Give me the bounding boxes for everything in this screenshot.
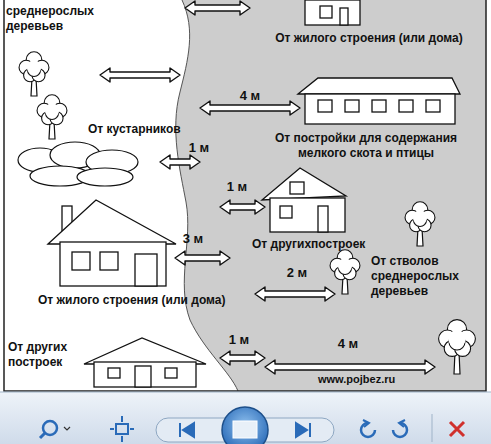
window: [318, 100, 332, 112]
double-arrow: [160, 155, 200, 169]
door: [135, 366, 151, 387]
zoom-icon: [40, 433, 45, 438]
window: [108, 368, 120, 378]
distance-value: 4 м: [326, 336, 370, 351]
rotate-right-icon: [399, 420, 405, 427]
distance-value: 1 м: [220, 179, 254, 194]
separator: [432, 414, 433, 442]
window: [280, 206, 292, 218]
viewer-toolbar: [0, 392, 491, 444]
dropdown-icon: [64, 427, 70, 430]
distance-value: 4 м: [228, 88, 272, 103]
shed: [94, 362, 196, 387]
double-arrow: [220, 200, 265, 214]
tree: [330, 250, 360, 294]
distance-caption: От стволов среднерослых деревьев: [371, 254, 475, 299]
porch: [135, 254, 157, 286]
distance-arrows: [100, 1, 435, 374]
double-arrow: [100, 68, 180, 82]
bushes: [18, 142, 138, 186]
tree-crown: [413, 210, 427, 224]
distance-value: 2 м: [278, 265, 316, 280]
distance-caption: От другихпостроек: [252, 237, 402, 252]
watermark: www.pojbez.ru: [318, 372, 430, 387]
window: [426, 100, 440, 112]
house: [60, 242, 166, 286]
tree-crown: [27, 60, 41, 74]
bush: [77, 168, 133, 186]
distance-caption: От жилого строения (или дома): [38, 293, 248, 308]
slideshow-icon: [233, 421, 257, 438]
frame: [4, 0, 486, 391]
next-icon: [296, 423, 310, 437]
delete-icon: [450, 422, 464, 436]
window: [72, 252, 90, 270]
window: [290, 182, 304, 194]
window: [345, 100, 359, 112]
window: [100, 252, 118, 270]
distance-caption: От постройки для содержания мелкого скот…: [250, 131, 482, 161]
tree-crown: [448, 330, 466, 348]
rotate-right-icon: [393, 423, 407, 437]
tree: [439, 320, 476, 374]
roof: [84, 338, 206, 364]
distance-value: 1 м: [222, 332, 256, 347]
tree-crown: [45, 103, 59, 117]
roof: [262, 168, 346, 200]
window: [399, 100, 413, 112]
zoom-icon: [43, 421, 57, 435]
tree: [37, 95, 67, 139]
roof: [298, 78, 460, 94]
fit-icon: [116, 424, 128, 434]
double-arrow: [200, 101, 300, 115]
barn: [305, 94, 455, 124]
prev-icon: [180, 423, 194, 437]
double-arrow: [265, 360, 435, 374]
window: [372, 100, 386, 112]
trees: [19, 52, 475, 374]
window: [165, 368, 177, 378]
window: [320, 6, 332, 18]
door: [318, 206, 328, 232]
roof: [48, 200, 176, 244]
door: [340, 8, 348, 25]
distance-value: 1 м: [182, 140, 216, 155]
double-arrow: [175, 251, 230, 265]
distance-caption: От кустарников: [88, 122, 198, 137]
toolbar-border: [0, 392, 491, 393]
distance-caption: От других построек: [8, 340, 78, 370]
tree-crown: [338, 258, 352, 272]
house: [270, 198, 345, 232]
fit-icon: [110, 416, 134, 442]
distance-value: 3 м: [174, 231, 212, 246]
nav-pill: [156, 418, 334, 442]
double-arrow: [185, 1, 250, 15]
double-arrow: [220, 351, 265, 365]
rotate-left-icon: [361, 423, 375, 437]
distance-zone: [176, 0, 486, 391]
double-arrow: [255, 287, 335, 301]
distance-caption: От жилого строения (или дома): [256, 31, 482, 46]
house: [305, 0, 360, 25]
buildings: [48, 0, 460, 387]
tree: [19, 52, 49, 96]
rotate-left-icon: [363, 420, 369, 427]
slideshow-button: [222, 407, 268, 444]
tree: [405, 202, 435, 246]
zone-border: [176, 0, 238, 391]
tree-caption: среднерослых деревьев: [6, 4, 106, 34]
